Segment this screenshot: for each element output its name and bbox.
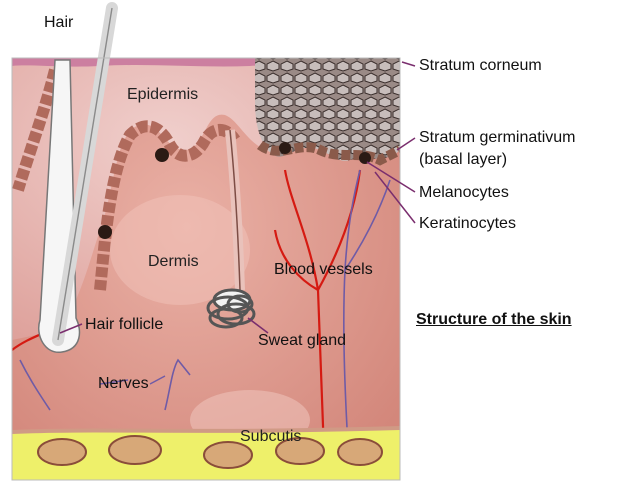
label-hair: Hair — [44, 14, 73, 32]
label-stratum-corneum: Stratum corneum — [419, 57, 542, 75]
label-sweat-gland: Sweat gland — [258, 332, 346, 350]
label-dermis: Dermis — [148, 253, 199, 271]
label-blood-vessels: Blood vessels — [274, 261, 373, 279]
dermis-highlight — [110, 195, 250, 305]
label-subcutis: Subcutis — [240, 428, 301, 446]
diagram-title: Structure of the skin — [416, 311, 572, 329]
melanocyte — [359, 152, 371, 164]
label-hair-follicle: Hair follicle — [85, 316, 163, 334]
melanocyte — [98, 225, 112, 239]
label-basal-layer: (basal layer) — [419, 151, 507, 169]
keratinocyte-layer — [255, 53, 400, 161]
label-keratinocytes: Keratinocytes — [419, 215, 516, 233]
melanocyte — [279, 142, 291, 154]
melanocyte — [155, 148, 169, 162]
label-epidermis: Epidermis — [127, 86, 198, 104]
label-stratum-germinativum: Stratum germinativum — [419, 129, 576, 147]
label-melanocytes: Melanocytes — [419, 184, 509, 202]
label-nerves: Nerves — [98, 375, 149, 393]
